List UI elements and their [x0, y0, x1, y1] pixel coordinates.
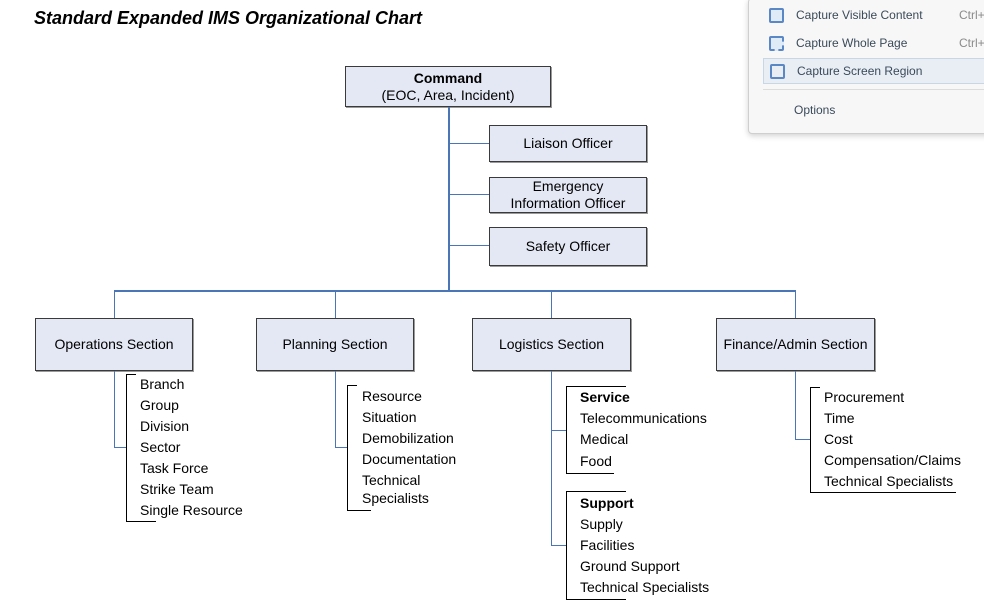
list-item: Technical: [362, 472, 421, 488]
menu-item-label: Capture Whole Page: [796, 36, 908, 50]
list-item: Group: [140, 397, 179, 413]
operations-section-label: Operations Section: [54, 336, 174, 352]
liaison-officer-box: Liaison Officer: [489, 125, 647, 162]
service-bracket: [566, 386, 567, 474]
list-item: Demobilization: [362, 430, 454, 446]
ops-bracket-bottom: [126, 521, 156, 522]
command-trunk: [448, 107, 450, 291]
capture-visible-content-item[interactable]: Capture Visible Content Ctrl+: [763, 3, 984, 27]
support-bracket-top: [566, 491, 626, 492]
liaison-connector: [449, 143, 489, 144]
service-bracket-bottom: [566, 473, 614, 474]
safety-connector: [449, 245, 489, 246]
fin-drop: [795, 290, 796, 318]
list-item: Technical Specialists: [580, 579, 710, 595]
list-item: Ground Support: [580, 558, 680, 574]
liaison-officer-label: Liaison Officer: [523, 135, 613, 151]
capture-page-icon: [769, 35, 784, 51]
safety-officer-label: Safety Officer: [525, 238, 611, 254]
capture-region-icon: [770, 63, 785, 79]
emergency-info-officer-box: Emergency Information Officer: [489, 177, 647, 213]
ops-drop: [114, 290, 115, 318]
log-sub-line: [551, 371, 552, 546]
list-item: Documentation: [362, 451, 457, 467]
logistics-service-list: Service Telecommunications Medical Food: [580, 387, 707, 472]
list-item: Telecommunications: [580, 410, 707, 426]
list-item: Facilities: [580, 537, 635, 553]
safety-officer-box: Safety Officer: [489, 227, 647, 266]
fin-bracket: [810, 387, 811, 493]
plan-bracket-top: [347, 385, 357, 386]
logistics-section-box: Logistics Section: [472, 318, 631, 371]
fin-sub-line: [795, 371, 796, 440]
list-item: Division: [140, 418, 190, 434]
menu-separator: [763, 89, 984, 90]
menu-item-shortcut: Ctrl+: [959, 8, 984, 22]
plan-bracket-bottom: [347, 510, 371, 511]
list-item: Medical: [580, 431, 629, 447]
plan-sub-tick: [335, 447, 347, 448]
list-item: Cost: [824, 431, 853, 447]
capture-visible-icon: [769, 7, 784, 23]
list-item: Resource: [362, 388, 422, 404]
list-item: Specialists: [362, 490, 429, 506]
info-connector: [449, 194, 489, 195]
command-title: Command: [413, 69, 483, 86]
list-item: Single Resource: [140, 502, 243, 518]
planning-section-box: Planning Section: [256, 318, 414, 371]
fin-bracket-bottom: [810, 492, 956, 493]
fin-sub-tick: [795, 439, 810, 440]
plan-sub-line: [335, 371, 336, 448]
service-bracket-top: [566, 386, 626, 387]
operations-list: Branch Group Division Sector Task Force …: [140, 374, 243, 521]
plan-drop: [335, 290, 336, 318]
list-item: Compensation/Claims: [824, 452, 961, 468]
support-heading: Support: [580, 495, 634, 511]
service-heading: Service: [580, 389, 630, 405]
list-item: Procurement: [824, 389, 905, 405]
ops-sub-line: [114, 371, 115, 448]
capture-whole-page-item[interactable]: Capture Whole Page Ctrl+: [763, 31, 984, 55]
operations-section-box: Operations Section: [35, 318, 193, 371]
log-support-tick: [551, 545, 566, 546]
support-bracket-bottom: [566, 599, 626, 600]
support-bracket: [566, 491, 567, 600]
options-label: Options: [794, 103, 836, 117]
list-item: Time: [824, 410, 855, 426]
finance-section-label: Finance/Admin Section: [723, 336, 868, 352]
list-item: Strike Team: [140, 481, 214, 497]
capture-screen-region-item[interactable]: Capture Screen Region: [763, 58, 984, 84]
emergency-info-line2: Information Officer: [510, 195, 626, 211]
finance-section-box: Finance/Admin Section: [716, 318, 875, 371]
planning-list: Resource Situation Demobilization Docume…: [362, 386, 456, 509]
page-title: Standard Expanded IMS Organizational Cha…: [34, 8, 423, 28]
options-item[interactable]: Options: [763, 98, 984, 122]
list-item: Branch: [140, 376, 185, 392]
log-drop: [551, 290, 552, 318]
menu-item-label: Capture Visible Content: [796, 8, 923, 22]
log-service-tick: [551, 430, 566, 431]
list-item: Sector: [140, 439, 181, 455]
ops-bracket-top: [126, 374, 136, 375]
capture-menu: Capture Visible Content Ctrl+ Capture Wh…: [748, 0, 984, 134]
plan-bracket: [347, 385, 348, 511]
list-item: Supply: [580, 516, 623, 532]
ops-sub-tick: [114, 447, 126, 448]
list-item: Task Force: [140, 460, 209, 476]
list-item: Food: [580, 453, 612, 469]
command-box: Command (EOC, Area, Incident): [345, 66, 551, 107]
list-item: Situation: [362, 409, 417, 425]
fin-bracket-top: [810, 387, 820, 388]
planning-section-label: Planning Section: [282, 336, 388, 352]
logistics-support-list: Support Supply Facilities Ground Support…: [580, 493, 709, 598]
ops-bracket: [126, 374, 127, 522]
list-item: Technical Specialists: [824, 473, 954, 489]
finance-list: Procurement Time Cost Compensation/Claim…: [824, 387, 961, 492]
logistics-section-label: Logistics Section: [498, 336, 605, 352]
section-bus: [114, 290, 796, 292]
command-subtitle: (EOC, Area, Incident): [381, 86, 515, 103]
emergency-info-line1: Emergency: [532, 178, 604, 194]
menu-item-label: Capture Screen Region: [797, 64, 923, 78]
menu-item-shortcut: Ctrl+: [959, 36, 984, 50]
